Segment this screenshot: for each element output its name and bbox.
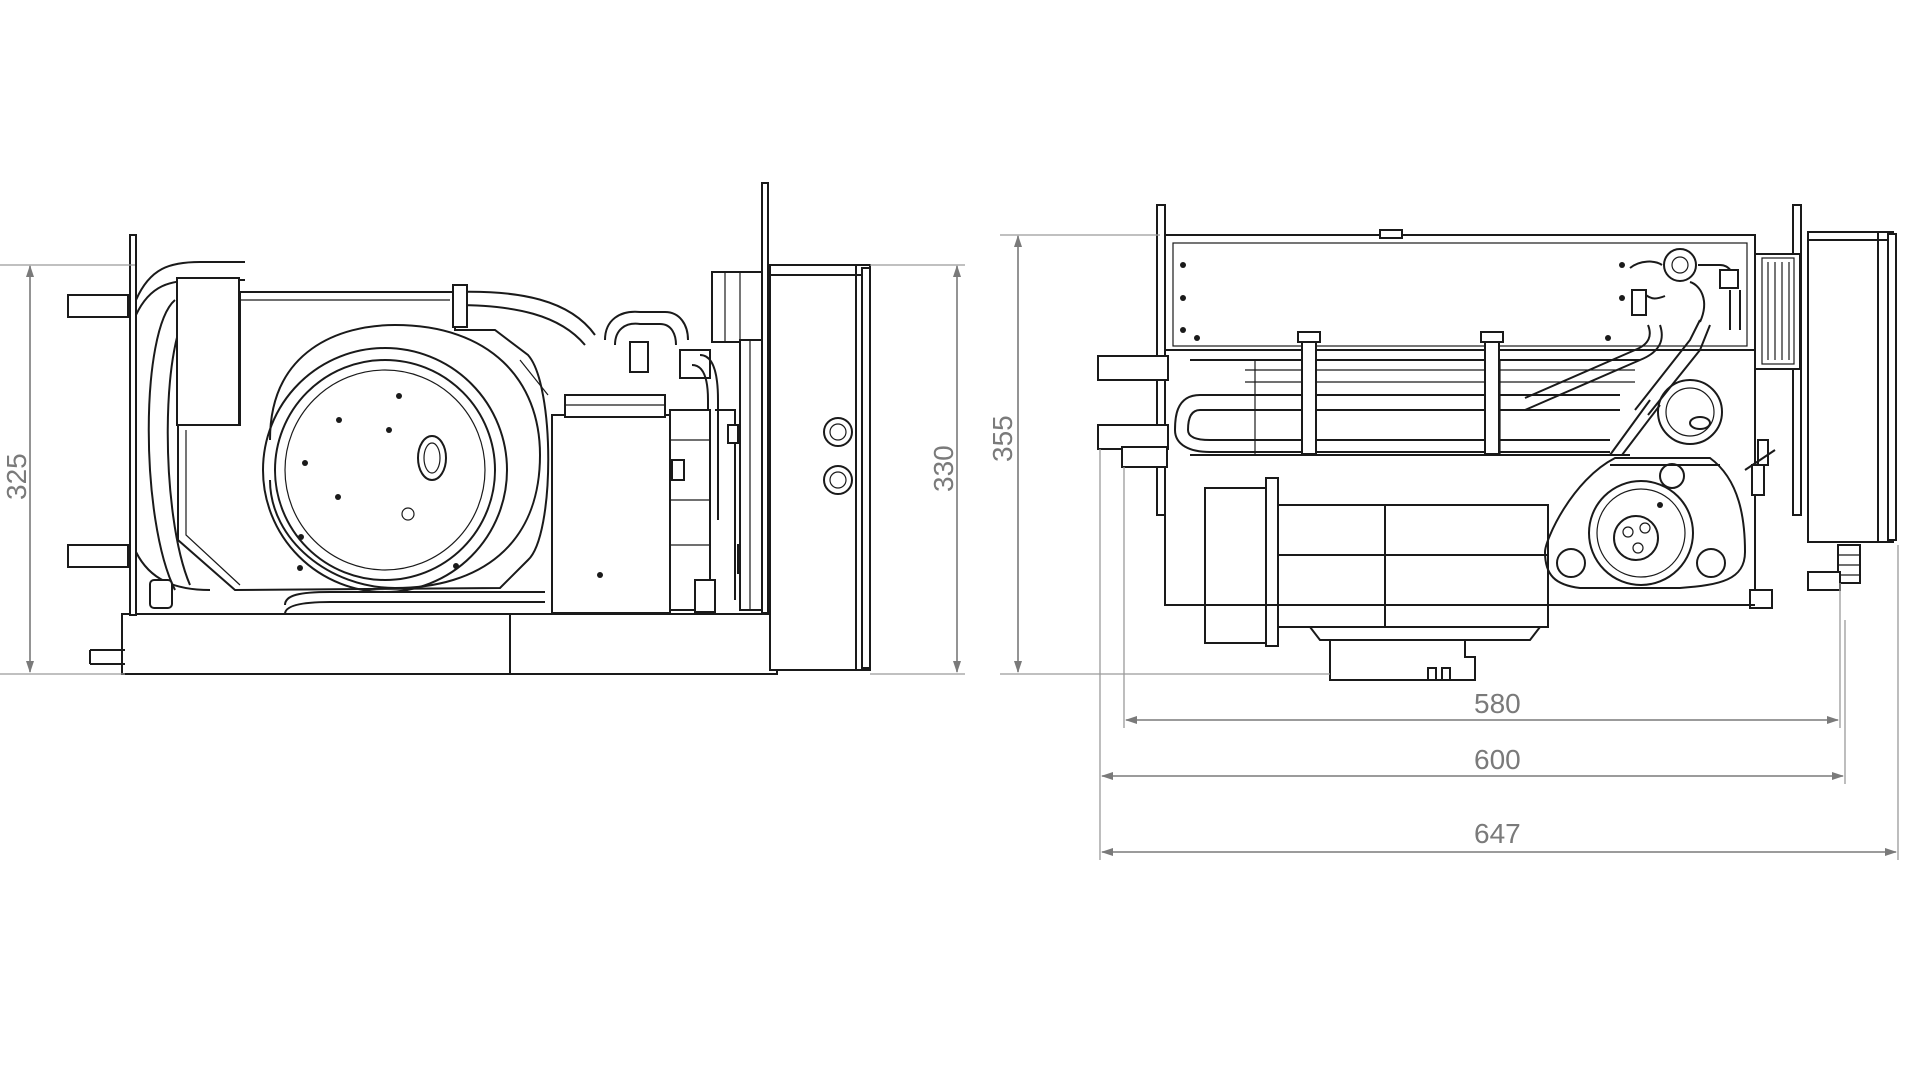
dim-label-647: 647	[1474, 818, 1521, 849]
inlet-pipe	[67, 544, 129, 568]
cable-gland	[1837, 544, 1861, 584]
clamp	[1484, 335, 1500, 455]
inlet-pipe	[1097, 355, 1169, 381]
compressor	[551, 414, 671, 614]
front-view	[1097, 204, 1897, 681]
condenser-fan	[711, 271, 763, 343]
motor-triangle	[1543, 457, 1747, 589]
port-upper	[823, 417, 853, 447]
inlet-pipe	[1097, 424, 1169, 450]
dim-label-330: 330	[928, 445, 959, 492]
clamp	[1301, 335, 1317, 455]
receiver-tank	[1657, 379, 1723, 445]
motor-drum	[1588, 480, 1694, 586]
electrical-box	[1807, 231, 1894, 543]
base-tray	[121, 613, 778, 675]
top-cover	[1164, 234, 1756, 351]
front-view-dimensions: 355 580 600 647	[987, 234, 1899, 860]
side-view-dimensions: 325 330	[0, 264, 965, 675]
dim-label-355: 355	[987, 415, 1018, 462]
controller-box	[176, 277, 240, 426]
sight-glass	[1663, 248, 1697, 282]
port-lower	[823, 465, 853, 495]
dim-label-325: 325	[1, 453, 32, 500]
blower-drum	[1204, 487, 1271, 644]
dim-label-600: 600	[1474, 744, 1521, 775]
inlet-pipe	[67, 294, 129, 318]
side-view	[67, 182, 871, 675]
dim-label-580: 580	[1474, 688, 1521, 719]
